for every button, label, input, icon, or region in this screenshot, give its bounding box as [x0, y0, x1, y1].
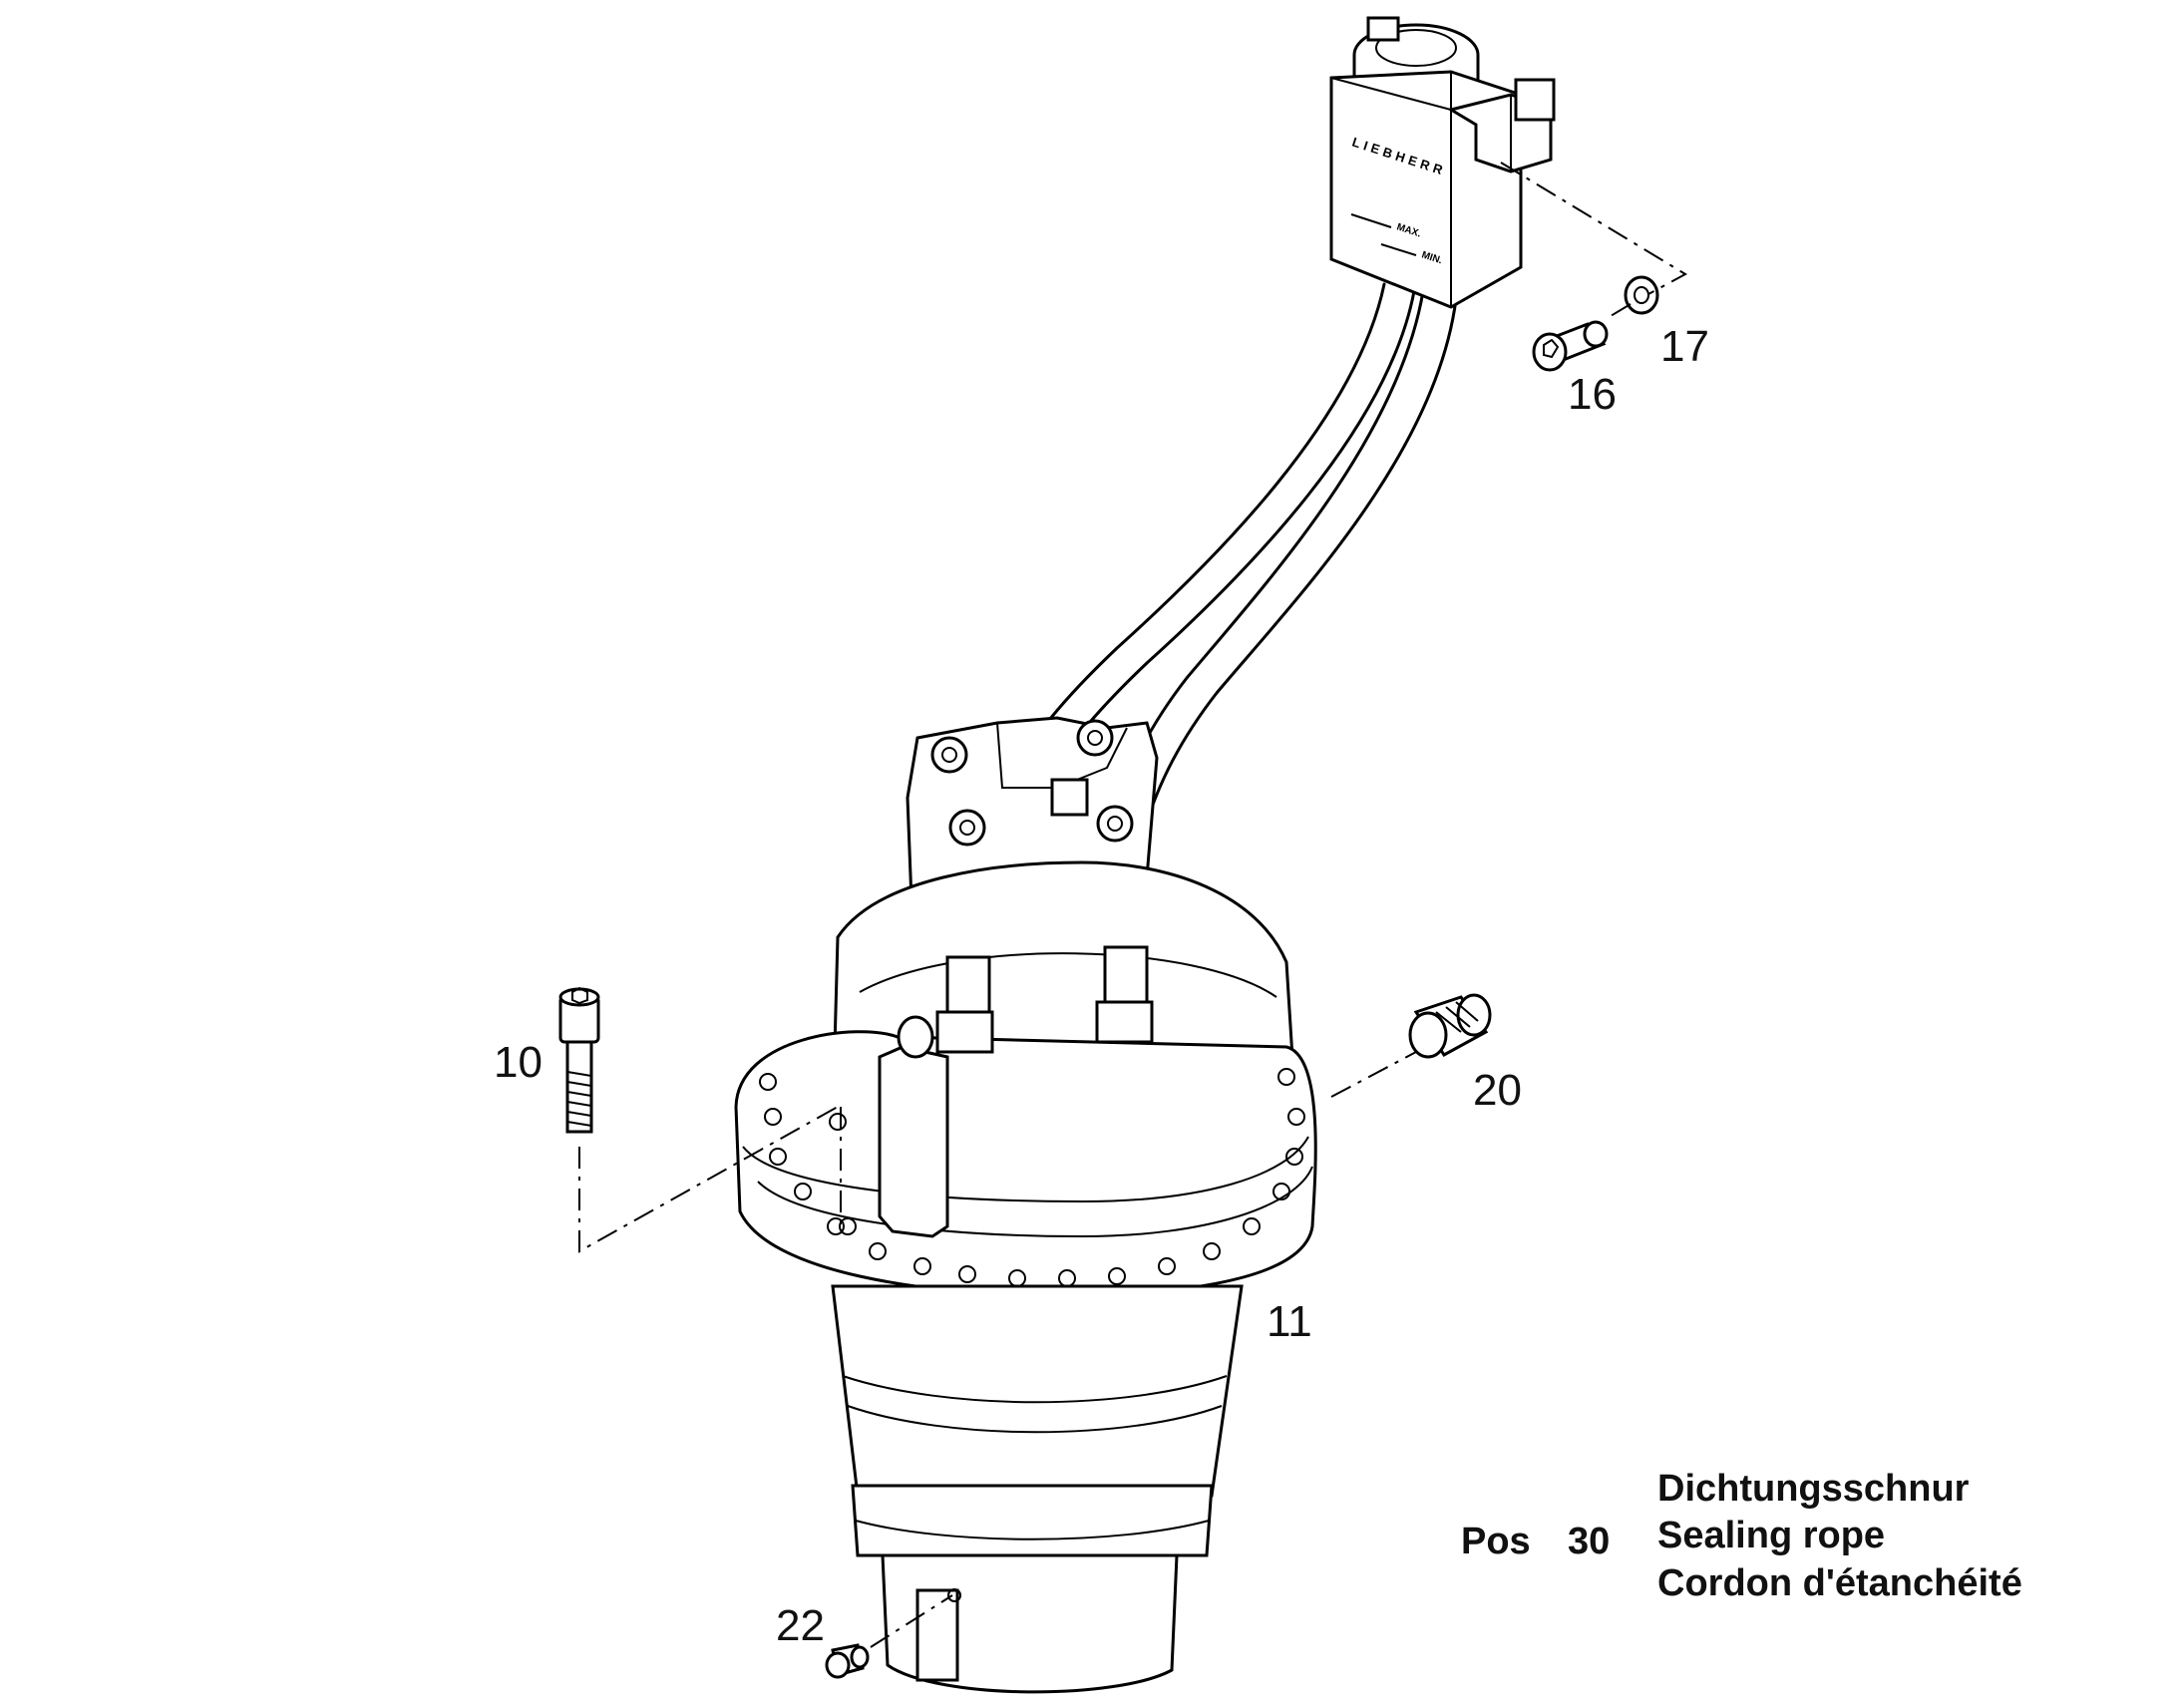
cap-screw-part-16	[1532, 320, 1609, 372]
callout-16: 16	[1568, 370, 1617, 419]
flange-bolt-holes	[759, 1068, 1305, 1287]
oil-reservoir: LIEBHERR MAX. MIN.	[1329, 16, 1556, 309]
cap-screw-part-10	[558, 986, 600, 1134]
washer-part-17	[1624, 275, 1659, 315]
legend-name-fr: Cordon d'étanchéité	[1657, 1562, 2022, 1604]
callout-11: 11	[1267, 1297, 1312, 1346]
callout-17: 17	[1660, 322, 1709, 371]
legend-pos-label: Pos	[1461, 1521, 1531, 1562]
legend-name-en: Sealing rope	[1657, 1515, 1885, 1556]
legend-name-de: Dichtungsschnur	[1657, 1468, 1970, 1510]
gearbox-housing-part-11	[734, 860, 1317, 1694]
legend-pos-number: 30	[1568, 1521, 1610, 1562]
callout-10: 10	[494, 1038, 543, 1087]
leader-lines	[578, 162, 1688, 1648]
callout-20: 20	[1473, 1066, 1522, 1115]
part-legend: Pos 30 Dichtungsschnur Sealing rope Cord…	[1461, 1468, 2022, 1604]
plug-part-22	[825, 1643, 870, 1679]
callout-22: 22	[776, 1601, 825, 1650]
plug-part-20	[1408, 993, 1492, 1059]
